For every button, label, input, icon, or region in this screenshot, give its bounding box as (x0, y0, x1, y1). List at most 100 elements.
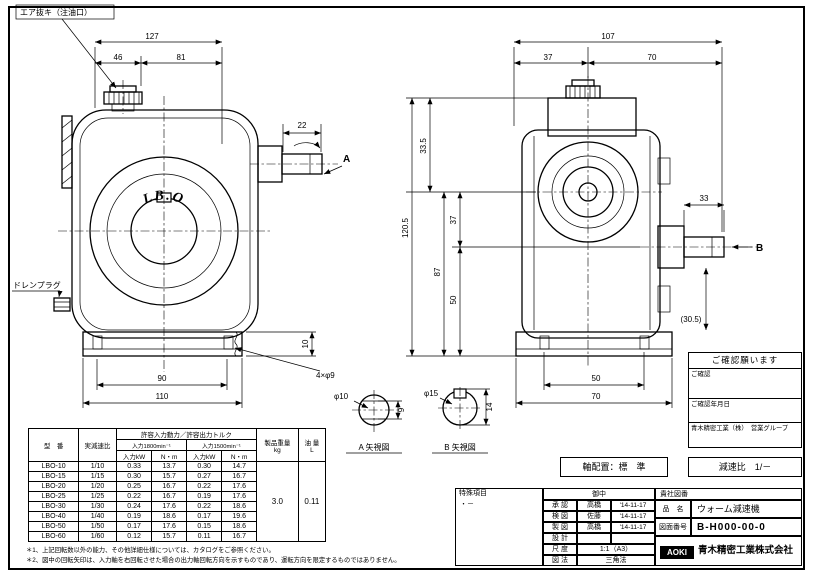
detail-b-dim: 14 (485, 402, 494, 411)
view-a-arrow-label: A (343, 154, 350, 165)
spec-cell: 18.6 (151, 511, 187, 522)
spec-cell: 0.19 (185, 491, 223, 502)
drain-plug-label: ドレンプラグ (13, 280, 61, 290)
spec-header-nm: N・m (221, 450, 257, 462)
company-cell: AOKI 青木精密工業株式会社 (655, 536, 802, 566)
spec-cell: 15.7 (151, 471, 187, 482)
spec-header-kw: 入力kW (185, 450, 223, 462)
view-b-arrow-label: B (756, 243, 763, 254)
spec-header-weight-text: 製品重量 (264, 439, 291, 447)
approve-label: 承 認 (543, 500, 577, 511)
dim-50-mid: 50 (449, 295, 458, 304)
confirm-row-2: ご確認年月日 (688, 398, 802, 423)
confirm-box: ご確認願います ご確認 ご確認年月日 青木精密工業（株） 営業グループ (688, 352, 802, 448)
spec-cell: LBO-40 (27, 511, 80, 522)
detail-b-diameter: φ15 (424, 389, 439, 398)
spec-cell: 0.33 (115, 461, 153, 472)
special-items-box: 特殊項目 ・－ (455, 488, 543, 566)
spec-header-oil-unit: L (310, 446, 314, 454)
front-labels: エア抜キ（注油口） ドレンプラグ (12, 4, 117, 298)
spec-cell: 0.22 (185, 481, 223, 492)
spec-cell: 17.6 (221, 481, 257, 492)
front-dimensions: 127 46 81 22 90 110 10 4×φ9 A (82, 32, 350, 408)
spec-cell: 19.6 (221, 511, 257, 522)
dim-127: 127 (145, 32, 159, 41)
spec-cell: LBO-15 (27, 471, 80, 482)
front-view-linework (53, 80, 338, 372)
customer-drawing-no-label: 貴社図番 (655, 488, 802, 500)
spec-cell: LBO-30 (27, 501, 80, 512)
company-logo: AOKI (660, 546, 694, 559)
check-label: 検 図 (543, 511, 577, 522)
spec-cell: 0.25 (115, 481, 153, 492)
note-1: ＊1、上記回転数以外の能力、その他詳細仕様については、カタログをご参照ください。 (26, 547, 275, 554)
spec-cell: 17.6 (221, 491, 257, 502)
dim-70-bottom: 70 (592, 392, 601, 401)
spec-cell: LBO-50 (27, 521, 80, 532)
spec-oil-value: 0.11 (297, 461, 327, 542)
approve-date: '14-11-17 (611, 500, 655, 511)
spec-cell: 1/60 (78, 531, 117, 542)
spec-cell: 1/10 (78, 461, 117, 472)
design-label: 設 計 (543, 533, 577, 544)
spec-cell: LBO-20 (27, 481, 80, 492)
spec-cell: 14.7 (221, 461, 257, 472)
dim-50-bottom: 50 (592, 374, 601, 383)
dim-70-top: 70 (648, 53, 657, 62)
spec-cell: 16.7 (151, 481, 187, 492)
spec-cell: 0.17 (185, 511, 223, 522)
spec-cell: 0.22 (185, 501, 223, 512)
spec-cell: 1/40 (78, 511, 117, 522)
projection-label: 図 法 (543, 555, 577, 566)
special-items-value: ・－ (460, 501, 474, 509)
dim-81: 81 (177, 53, 186, 62)
spec-cell: 0.24 (115, 501, 153, 512)
spec-header-model: 型 番 (27, 428, 80, 462)
spec-cell: 16.7 (151, 491, 187, 502)
spec-cell: 16.7 (221, 471, 257, 482)
spec-cell: 18.6 (221, 501, 257, 512)
notes: ＊1、上記回転数以外の能力、その他詳細仕様については、カタログをご参照ください。… (26, 546, 456, 566)
detail-a-diameter: φ10 (334, 392, 349, 401)
spec-header-ratio: 実減速比 (78, 428, 117, 462)
scale-value: 1:1（A3） (577, 544, 655, 555)
spec-cell: 18.6 (221, 521, 257, 532)
spec-cell: 1/15 (78, 471, 117, 482)
scale-label: 尺 度 (543, 544, 577, 555)
detail-a-title: A 矢視図 (358, 442, 389, 452)
spec-cell: 17.6 (151, 521, 187, 532)
spec-cell: 1/50 (78, 521, 117, 532)
axis-arrangement-box: 軸配置：標 準 (560, 457, 668, 477)
detail-b-title: B 矢視図 (444, 442, 476, 452)
spec-header-weight-unit: kg (273, 446, 281, 454)
special-items-label: 特殊項目 (459, 490, 487, 497)
part-name-label: 品 名 (655, 500, 691, 518)
detail-views: 9 φ10 A 矢視図 14 φ15 B 矢視図 (334, 387, 494, 454)
spec-header-group: 許容入力動力／許容出力トルク (115, 428, 257, 440)
part-name-value: ウォーム減速機 (691, 500, 802, 518)
spec-cell: 17.6 (151, 501, 187, 512)
spec-cell: LBO-60 (27, 531, 80, 542)
dim-30-5: (30.5) (681, 315, 702, 324)
dim-33-5: 33.5 (419, 138, 428, 154)
design-date-empty (611, 533, 655, 544)
approve-name: 高橋 (577, 500, 611, 511)
company-name: 青木精密工業株式会社 (698, 545, 794, 556)
detail-a-dim: 9 (397, 407, 406, 412)
spec-weight-value: 3.0 (255, 461, 299, 542)
spec-cell: LBO-10 (27, 461, 80, 472)
spec-header-1800: 入力1800min⁻¹ (115, 439, 187, 451)
housing-logo-text: LB.O (140, 188, 187, 208)
check-name: 佐藤 (577, 511, 611, 522)
dim-33-shaft: 33 (700, 194, 709, 203)
spec-cell: 0.30 (115, 471, 153, 482)
side-dimensions: 107 37 70 120.5 33.5 87 37 50 33 (30.5) … (401, 32, 763, 408)
confirm-title: ご確認願います (688, 352, 802, 369)
spec-header-oil-text: 油 量 (304, 439, 320, 447)
